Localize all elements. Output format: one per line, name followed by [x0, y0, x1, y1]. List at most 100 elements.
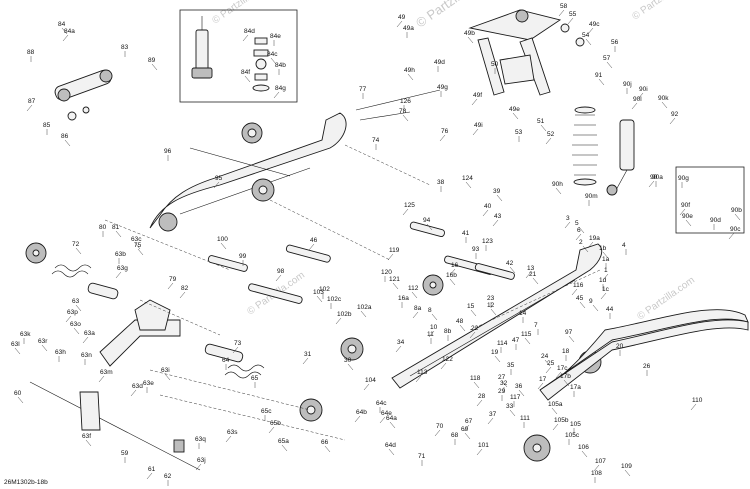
callout-116: 116	[573, 282, 584, 289]
callout-1d: 1d	[599, 277, 607, 284]
leader-63f	[85, 439, 92, 447]
callout-82: 82	[181, 285, 189, 292]
leader-49f	[471, 98, 478, 106]
shock-detail-inset	[179, 9, 298, 103]
leader-64e	[379, 416, 386, 424]
leader-81	[115, 230, 122, 238]
leader-65a	[281, 444, 288, 452]
callout-63j: 63j	[197, 457, 206, 464]
callout-labels: 11a1b1c1d23456788a8b91011121314151616a16…	[11, 3, 742, 480]
leader-90b	[734, 213, 741, 221]
callout-125: 125	[404, 202, 415, 209]
callout-90h: 90h	[552, 181, 563, 188]
slider-shoe-lower	[539, 319, 749, 401]
leader-64a	[389, 421, 396, 429]
callout-85: 85	[43, 122, 51, 129]
callout-90a: 90a	[652, 174, 663, 181]
callout-100: 100	[217, 236, 228, 243]
callout-83: 83	[121, 44, 129, 51]
leader-84c	[270, 57, 277, 65]
callout-77: 77	[359, 86, 367, 93]
leader-86	[64, 139, 71, 147]
callout-90j: 90j	[623, 81, 632, 88]
leader-63c	[134, 242, 141, 250]
callout-84: 84	[58, 21, 66, 28]
callout-63e: 63e	[143, 380, 154, 387]
leader-92	[669, 117, 676, 125]
callout-119: 119	[389, 247, 400, 254]
callout-101: 101	[478, 442, 489, 449]
callout-113: 113	[417, 369, 428, 376]
callout-28: 28	[478, 393, 486, 400]
callout-42: 42	[506, 260, 514, 267]
callout-61: 61	[148, 466, 156, 473]
leader-48	[459, 324, 466, 332]
callout-46: 46	[310, 237, 318, 244]
leader-73	[232, 346, 239, 354]
callout-121: 121	[389, 276, 400, 283]
leader-112	[411, 291, 418, 299]
leader-58	[558, 9, 565, 17]
leader-52	[545, 137, 552, 145]
leader-54	[585, 38, 592, 46]
leader-25	[545, 366, 552, 374]
callout-1a: 1a	[602, 256, 610, 263]
callout-64b: 64b	[356, 409, 367, 416]
leader-104	[363, 383, 370, 391]
leader-1c	[600, 292, 607, 300]
callout-90g: 90g	[678, 175, 689, 182]
leader-63	[75, 304, 82, 312]
callout-63n: 63n	[81, 352, 92, 359]
shock-cartridge-detail	[191, 16, 270, 92]
leader-16	[449, 268, 456, 276]
callout-23: 23	[487, 295, 495, 302]
callout-63r: 63r	[38, 338, 48, 345]
callout-84f: 84f	[241, 69, 250, 76]
callout-16b: 16b	[446, 272, 457, 279]
leader-113	[415, 375, 422, 383]
leader-28	[476, 399, 483, 407]
callout-64d: 64d	[385, 442, 396, 449]
callout-80: 80	[99, 224, 107, 231]
callout-49a: 49a	[403, 25, 414, 32]
leader-101	[476, 448, 483, 456]
callout-64: 64	[222, 357, 230, 364]
leader-102a	[360, 310, 367, 318]
leader-90f	[679, 208, 686, 216]
callout-19: 19	[491, 349, 499, 356]
callout-60: 60	[14, 390, 22, 397]
callout-112: 112	[408, 285, 419, 292]
leader-40	[482, 209, 489, 217]
callout-90: 90	[650, 174, 658, 181]
leader-75	[137, 248, 144, 256]
callout-2: 2	[579, 239, 583, 246]
leader-76	[439, 134, 446, 142]
leader-122	[440, 362, 447, 370]
callout-8b: 8b	[444, 328, 452, 335]
callout-16a: 16a	[398, 295, 409, 302]
callout-64c: 64c	[376, 400, 387, 407]
callout-3: 3	[566, 215, 570, 222]
rear-shock-detail-inset	[675, 166, 745, 234]
callout-65: 65	[251, 375, 259, 382]
callout-19a: 19a	[589, 235, 600, 242]
callout-84g: 84g	[275, 85, 286, 92]
front-arm-assembly	[79, 299, 185, 453]
callout-29: 29	[498, 388, 506, 395]
callout-63: 63	[72, 298, 80, 305]
callout-49f: 49f	[473, 92, 482, 99]
leader-13	[525, 271, 532, 279]
leader-9	[592, 304, 599, 312]
leader-49b	[467, 36, 474, 44]
leader-102b	[335, 317, 342, 325]
callout-73: 73	[234, 340, 242, 347]
leader-3	[564, 221, 571, 229]
leader-90	[648, 180, 655, 188]
leader-116	[571, 288, 578, 296]
callout-67: 67	[465, 418, 473, 425]
callout-40: 40	[484, 203, 492, 210]
callout-81: 81	[112, 224, 120, 231]
callout-16: 16	[451, 262, 459, 269]
leader-37	[487, 417, 494, 425]
callout-84c: 84c	[267, 51, 278, 58]
